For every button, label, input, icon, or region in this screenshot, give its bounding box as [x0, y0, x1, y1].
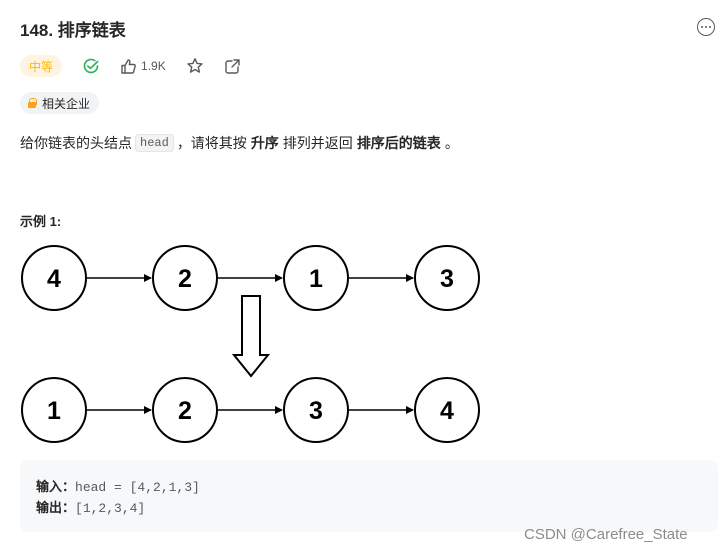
desc-bold-ascending: 升序	[250, 135, 279, 151]
desc-code-head: head	[135, 134, 174, 152]
list-node-after-4-label: 4	[440, 397, 454, 425]
example-io-box: 输入：head = [4,2,1,3] 输出：[1,2,3,4]	[20, 460, 718, 532]
like-button[interactable]: 1.9K	[120, 58, 166, 75]
list-node-after-2	[152, 377, 218, 443]
more-options-icon[interactable]	[697, 18, 715, 36]
problem-description: 给你链表的头结点 head ，请将其按 升序 排列并返回 排序后的链表 。	[20, 133, 459, 153]
list-node-after-2-label: 2	[178, 397, 192, 425]
related-companies-label: 相关企业	[42, 96, 91, 111]
example-output-line: 输出：[1,2,3,4]	[36, 498, 702, 519]
list-node-before-1	[21, 245, 87, 311]
example-input-label: 输入：	[36, 479, 76, 494]
desc-text-4: 。	[444, 135, 459, 151]
list-node-before-1-label: 4	[47, 265, 61, 293]
sort-down-arrow	[231, 295, 271, 378]
csdn-watermark: CSDN @Carefree_State	[524, 526, 688, 543]
example-output-label: 输出：	[36, 500, 76, 515]
favorite-button[interactable]	[186, 57, 204, 75]
problem-title: 148. 排序链表	[20, 21, 126, 40]
list-node-after-1	[21, 377, 87, 443]
list-node-before-3	[283, 245, 349, 311]
list-node-before-2-label: 2	[178, 265, 192, 293]
list-node-after-4	[414, 377, 480, 443]
example-output-value: [1,2,3,4]	[75, 501, 146, 516]
example-input-value: head = [4,2,1,3]	[75, 480, 200, 495]
desc-text-2: ，请将其按	[176, 135, 247, 151]
lock-icon	[28, 98, 37, 108]
list-node-before-4	[414, 245, 480, 311]
solved-check-icon	[83, 58, 99, 74]
list-node-after-3-label: 3	[309, 397, 323, 425]
share-icon	[225, 58, 240, 74]
desc-text-1: 给你链表的头结点	[20, 135, 132, 151]
solved-status	[82, 57, 100, 75]
problem-meta-row: 中等 1.9K	[20, 54, 241, 78]
list-node-after-1-label: 1	[47, 397, 61, 425]
like-count: 1.9K	[141, 59, 166, 73]
share-button[interactable]	[224, 58, 241, 75]
list-node-before-2	[152, 245, 218, 311]
related-companies-tag[interactable]: 相关企业	[20, 92, 100, 114]
list-node-before-4-label: 3	[440, 265, 454, 293]
example-title: 示例 1:	[20, 214, 62, 229]
desc-text-3: 排列并返回	[282, 135, 353, 151]
difficulty-badge: 中等	[20, 55, 63, 77]
desc-bold-sorted-list: 排序后的链表	[356, 135, 441, 151]
list-node-before-3-label: 1	[309, 265, 323, 293]
list-node-after-3	[283, 377, 349, 443]
linked-list-diagram: 4 2 1 3 1 2 3 4	[21, 245, 480, 443]
example-input-line: 输入：head = [4,2,1,3]	[36, 477, 702, 498]
star-icon	[187, 58, 203, 73]
thumbs-up-icon	[121, 58, 136, 74]
